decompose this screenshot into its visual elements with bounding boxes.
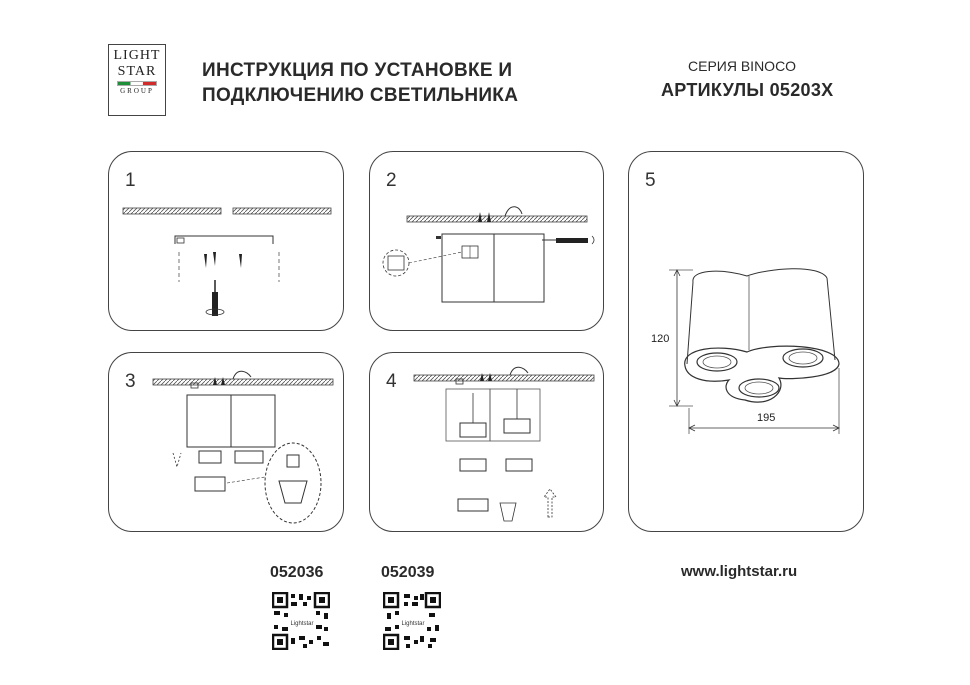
step-3-illustration: [152, 370, 334, 524]
qr-label-1: Lightstar: [290, 621, 313, 627]
step-5-illustration: [669, 268, 840, 434]
step-1-illustration: [122, 207, 332, 316]
website-link[interactable]: www.lightstar.ru: [681, 563, 798, 580]
step-5-number: 5: [645, 170, 656, 191]
dimension-height: 120: [651, 333, 670, 345]
step-4-illustration: [413, 366, 595, 522]
step-4-panel: 4: [369, 352, 604, 532]
qr-code-2[interactable]: Lightstar: [383, 592, 441, 650]
dimension-width: 195: [757, 412, 776, 424]
step-2-illustration: [382, 206, 595, 303]
title-line-2: ПОДКЛЮЧЕНИЮ СВЕТИЛЬНИКА: [202, 85, 519, 106]
title-line-1: ИНСТРУКЦИЯ ПО УСТАНОВКЕ И: [202, 60, 513, 81]
step-3-panel: 3: [108, 352, 344, 532]
step-5-panel: 5 120 195: [628, 151, 864, 532]
step-1-number: 1: [125, 170, 136, 191]
article-code-2: 052039: [381, 564, 435, 581]
articles-label: АРТИКУЛЫ 05203X: [661, 80, 834, 100]
logo-line-2: STAR: [117, 64, 157, 79]
step-2-number: 2: [386, 170, 397, 191]
step-2-panel: 2: [369, 151, 604, 331]
article-code-1: 052036: [270, 564, 324, 581]
document-title: ИНСТРУКЦИЯ ПО УСТАНОВКЕ И ПОДКЛЮЧЕНИЮ СВ…: [202, 58, 518, 108]
lightstar-logo: LIGHT STAR GROUP: [108, 44, 166, 116]
qr-code-1[interactable]: Lightstar: [272, 592, 330, 650]
step-4-number: 4: [386, 371, 397, 392]
logo-line-1: LIGHT: [113, 48, 161, 63]
series-label: СЕРИЯ BINOCO: [688, 58, 797, 74]
logo-flag-bar: [117, 81, 157, 86]
logo-line-3: GROUP: [120, 87, 154, 95]
qr-label-2: Lightstar: [401, 621, 424, 627]
step-1-panel: 1: [108, 151, 344, 331]
step-3-number: 3: [125, 371, 136, 392]
